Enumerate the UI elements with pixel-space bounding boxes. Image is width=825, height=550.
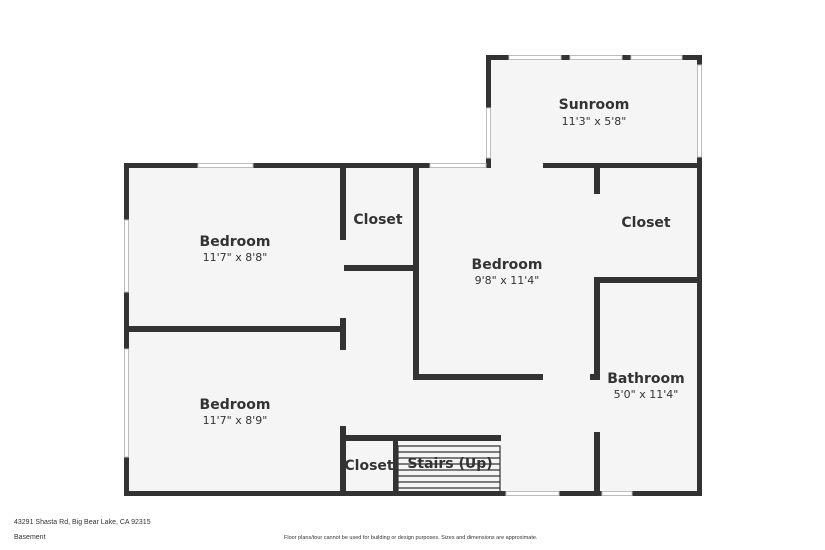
bedroom-center-label: Bedroom [472,257,543,273]
windows [124,55,702,496]
bedroom-sw-dimensions: 11'7" x 8'9" [203,414,268,427]
stairs-steps [397,445,501,491]
floor-sunroom [489,58,699,166]
address-text: 43291 Shasta Rd, Big Bear Lake, CA 92315 [14,519,151,526]
disclaimer-text: Floor plans/tour cannot be used for buil… [284,535,538,541]
closet-3-label: Closet [344,458,394,474]
sunroom-label: Sunroom [559,97,630,113]
bathroom-label: Bathroom [607,371,685,387]
sunroom-dimensions: 11'3" x 5'8" [562,115,627,128]
door-openings [491,163,590,380]
floor-level-text: Basement [14,534,46,541]
bathroom-dimensions: 5'0" x 11'4" [614,388,679,401]
bedroom-nw-label: Bedroom [200,234,271,250]
closet-1-label: Closet [353,212,403,228]
bedroom-center-dimensions: 9'8" x 11'4" [475,274,540,287]
stairs-label: Stairs (Up) [407,456,492,472]
bedroom-nw-dimensions: 11'7" x 8'8" [203,251,268,264]
walls [124,55,702,496]
bedroom-sw-label: Bedroom [200,397,271,413]
closet-2-label: Closet [621,215,671,231]
